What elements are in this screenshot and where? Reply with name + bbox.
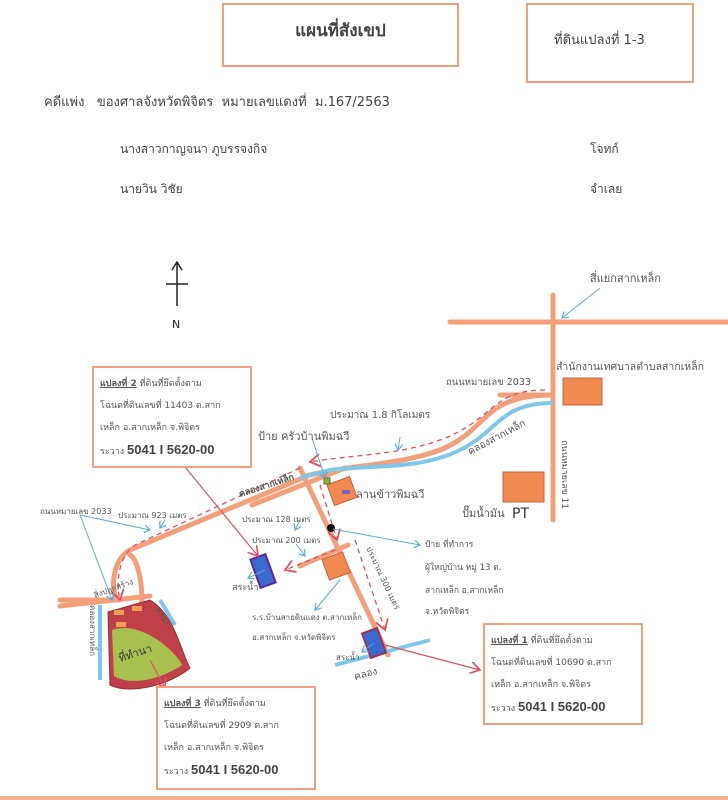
bottom-border bbox=[0, 796, 728, 800]
school-label-line: อ.สากเหล็ก จ.หวัดพิจิตร bbox=[252, 632, 336, 642]
road-2033-left-label: ถนนหมายเลข 2033 bbox=[40, 507, 112, 516]
distance-300-label: ประมาณ 300 เมตร bbox=[364, 545, 401, 612]
intersection-label: สี่แยกสากเหล็ก bbox=[590, 270, 661, 285]
pond-label: สระน้ำ bbox=[232, 580, 258, 593]
headman-sign-line: ป้าย ที่ทำการ bbox=[425, 538, 474, 550]
canal-left-vertical-label: คลองสากเหล็ก bbox=[88, 605, 98, 656]
structure-marker bbox=[116, 622, 126, 627]
school-building bbox=[321, 551, 351, 581]
parcel-sheet: 5041 I 5620-00 bbox=[127, 442, 215, 457]
headman-sign-line: จ.หวัดพิจิตร bbox=[425, 607, 470, 617]
parcel-2-box: แปลงที่ 2 ที่ดินที่ยึดตั้งตาม โฉนดที่ดิน… bbox=[92, 366, 252, 468]
restaurant-sign-marker bbox=[323, 477, 331, 485]
parcel-title: แปลงที่ 1 bbox=[491, 636, 528, 646]
school-label-line: ร.ร.บ้านสายดินแดง ต.สากเหล็ก bbox=[252, 612, 362, 622]
gas-brand-label: PT bbox=[512, 506, 529, 522]
parcel-line: เหล็ก อ.สากเหล็ก จ.พิจิตร bbox=[100, 423, 200, 433]
rice-yard-label: ลานข้าวพิมฉวี bbox=[356, 488, 424, 501]
restaurant-sign-label: ป้าย ครัวบ้านพิมฉวี bbox=[258, 430, 349, 443]
rice-field-area bbox=[112, 628, 182, 681]
road-2033-label: ถนนหมายเลข 2033 bbox=[446, 377, 531, 388]
headman-sign-line: สากเหล็ก อ.สากเหล็ก bbox=[425, 584, 503, 596]
distance-1-8km-label: ประมาณ 1.8 กิโลเมตร bbox=[330, 408, 431, 421]
structure-marker bbox=[114, 610, 124, 615]
parcel-sheet-label: ระวาง bbox=[164, 767, 192, 777]
defendant-name: นายวิน วิชัย bbox=[120, 182, 183, 196]
parcel-3-box: แปลงที่ 3 ที่ดินที่ยึดตั้งตาม โฉนดที่ดิน… bbox=[156, 686, 316, 790]
canal-label: คลอง bbox=[353, 666, 379, 683]
parcel-title: แปลงที่ 2 bbox=[100, 379, 137, 389]
plaintiff-role: โจทก์ bbox=[590, 142, 619, 156]
distance-128-label: ประมาณ 128 เมตร bbox=[242, 515, 311, 524]
north-label: N bbox=[172, 318, 180, 331]
parcel-line: เหล็ก อ.สากเหล็ก จ.พิจิตร bbox=[491, 680, 591, 690]
parcel-line: ที่ดินที่ยึดตั้งตาม bbox=[136, 379, 202, 389]
buildings bbox=[321, 377, 603, 581]
parcel-line: ที่ดินที่ยึดตั้งตาม bbox=[527, 636, 593, 646]
plaintiff-name: นางสาวกาญจนา ภูบรรจงกิจ bbox=[120, 142, 268, 156]
case-line: คดีแพ่ง ของศาลจังหวัดพิจิตร หมายเลขแดงที… bbox=[44, 95, 390, 110]
page-title: แผนที่สังเขป bbox=[295, 21, 386, 41]
parcels-label: ที่ดินแปลงที่ 1-3 bbox=[554, 33, 645, 48]
parcel-1-box: แปลงที่ 1 ที่ดินที่ยึดตั้งตาม โฉนดที่ดิน… bbox=[483, 623, 643, 725]
structure-marker bbox=[132, 606, 142, 611]
gas-station-label: ปั๊มน้ำมัน bbox=[462, 505, 505, 520]
defendant-role: จำเลย bbox=[590, 182, 623, 196]
parcel-sheet-label: ระวาง bbox=[491, 704, 519, 714]
parcel-line: ที่ดินที่ยึดตั้งตาม bbox=[200, 699, 266, 709]
north-arrow-icon bbox=[166, 260, 188, 306]
parcel-pointers bbox=[149, 466, 480, 688]
route-lines bbox=[118, 389, 546, 630]
gas-station-building bbox=[502, 471, 545, 503]
parcel-sheet-label: ระวาง bbox=[100, 447, 128, 457]
parcels-box: ที่ดินแปลงที่ 1-3 bbox=[526, 3, 694, 83]
parcel-sheet: 5041 I 5620-00 bbox=[191, 762, 279, 777]
parcel-line: โฉนดที่ดินเลขที่ 11403 ต.สาก bbox=[100, 401, 221, 411]
distance-200-label: ประมาณ 200 เมตร bbox=[252, 536, 321, 545]
parcel-line: โฉนดที่ดินเลขที่ 2909 ต.สาก bbox=[164, 721, 279, 731]
title-box: แผนที่สังเขป bbox=[222, 3, 459, 67]
rice-yard-marker bbox=[342, 490, 350, 494]
municipal-office-label: สำนักงานเทศบาลตำบลสากเหล็ก bbox=[556, 359, 704, 373]
municipal-office-building bbox=[562, 377, 603, 406]
parcel-line: เหล็ก อ.สากเหล็ก จ.พิจิตร bbox=[164, 743, 264, 753]
distance-923-label: ประมาณ 923 เมตร bbox=[118, 511, 187, 520]
headman-sign-marker bbox=[327, 524, 335, 532]
road-11-label: ถนนหมายเลข 11 bbox=[559, 440, 569, 509]
pointer-arrows bbox=[79, 287, 601, 652]
parcel-line: โฉนดที่ดินเลขที่ 10690 ต.สาก bbox=[491, 658, 612, 668]
parcel-sheet: 5041 I 5620-00 bbox=[518, 699, 606, 714]
headman-sign-line: ผู้ใหญ่บ้าน หมู่ 13 ต. bbox=[425, 562, 501, 573]
parcel-title: แปลงที่ 3 bbox=[164, 699, 201, 709]
pond-label-2: สระน้ำ bbox=[336, 651, 359, 662]
